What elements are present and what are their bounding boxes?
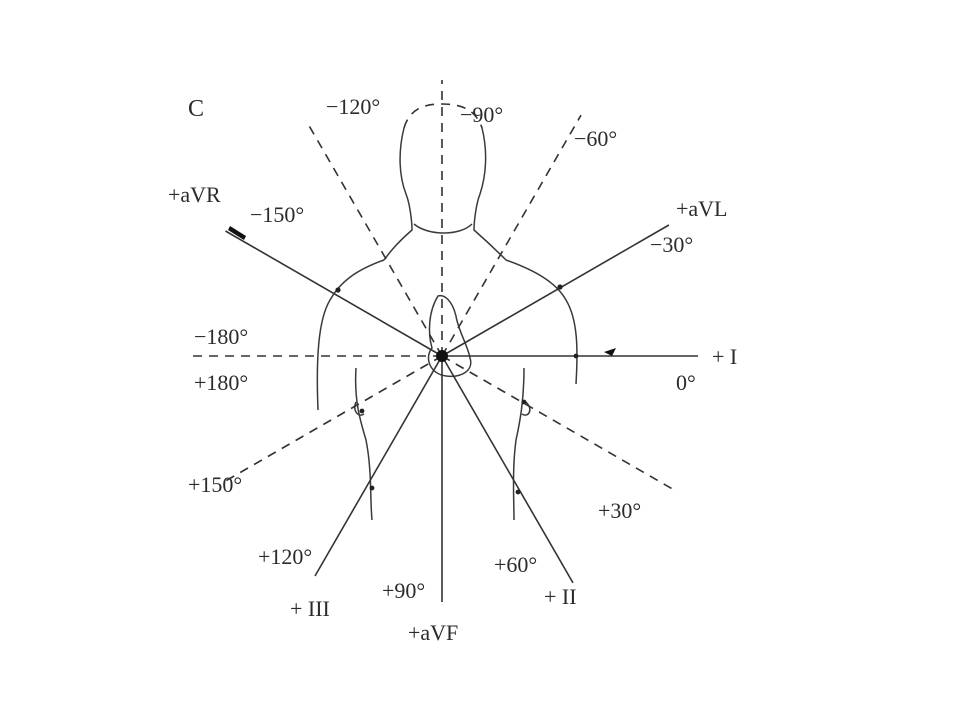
lead-axis-avr: [225, 230, 443, 357]
torso-figure: [316, 103, 578, 521]
right-arm-inner: [512, 367, 525, 521]
dot-avl-shoulder: [557, 284, 563, 290]
lead-i-marker: [604, 348, 616, 356]
dot-lead-i-arm: [573, 353, 579, 359]
lead-label-i: + I: [712, 344, 737, 369]
head-right-outline: [473, 127, 507, 261]
head-top-outline: [403, 103, 483, 129]
dashed-axis-minus-60: [441, 114, 582, 357]
left-hand: [353, 401, 365, 416]
lead-label-avl: +aVL: [676, 196, 728, 221]
panel-label: C: [188, 96, 204, 122]
dashed-axes: [188, 80, 678, 493]
dot-lead-ii-arm: [515, 489, 521, 495]
intersection-dots: [228, 226, 616, 495]
dot-30-arm: [521, 399, 527, 405]
dot-150-arm: [359, 408, 365, 414]
left-arm-inner: [354, 367, 373, 521]
angle-label-plus-90: +90°: [382, 578, 425, 603]
right-hand: [521, 401, 531, 416]
left-shoulder-outline: [316, 259, 385, 411]
dot-avr-shoulder: [335, 287, 341, 293]
angle-label-plus-120: +120°: [258, 544, 312, 569]
lead-label-avr: +aVR: [168, 182, 221, 207]
angle-label-0: 0°: [676, 370, 696, 395]
right-shoulder-outline: [505, 259, 578, 385]
angle-label-plus-30: +30°: [598, 498, 641, 523]
lead-axis-iii: [314, 355, 443, 577]
angle-label-minus-150: −150°: [250, 202, 304, 227]
angle-label-minus-60: −60°: [574, 126, 617, 151]
lead-axes: [225, 224, 698, 602]
angle-label-minus-120: −120°: [326, 94, 380, 119]
angle-label-minus-180: −180°: [194, 324, 248, 349]
angle-label-plus-180: +180°: [194, 370, 248, 395]
lead-axis-avl: [441, 224, 670, 357]
lead-label-ii: + II: [544, 584, 577, 609]
dashed-axis-150: [219, 355, 443, 485]
chin-outline: [413, 223, 473, 234]
dashed-axis-minus-120: [305, 120, 443, 357]
heart-outline: [427, 294, 472, 378]
angle-label-plus-150: +150°: [188, 472, 242, 497]
angle-label-minus-90: −90°: [460, 102, 503, 127]
lead-axis-ii: [441, 355, 574, 584]
lead-label-iii: + III: [290, 596, 330, 621]
avr-arrow-tip: [228, 226, 246, 240]
lead-label-avf: +aVF: [408, 620, 458, 645]
dashed-axis-30: [441, 355, 678, 493]
angle-label-plus-60: +60°: [494, 552, 537, 577]
dot-lead-iii-arm: [369, 485, 375, 491]
angle-label-minus-30: −30°: [650, 232, 693, 257]
head-left-outline: [383, 127, 413, 261]
center-dot: [436, 350, 448, 362]
